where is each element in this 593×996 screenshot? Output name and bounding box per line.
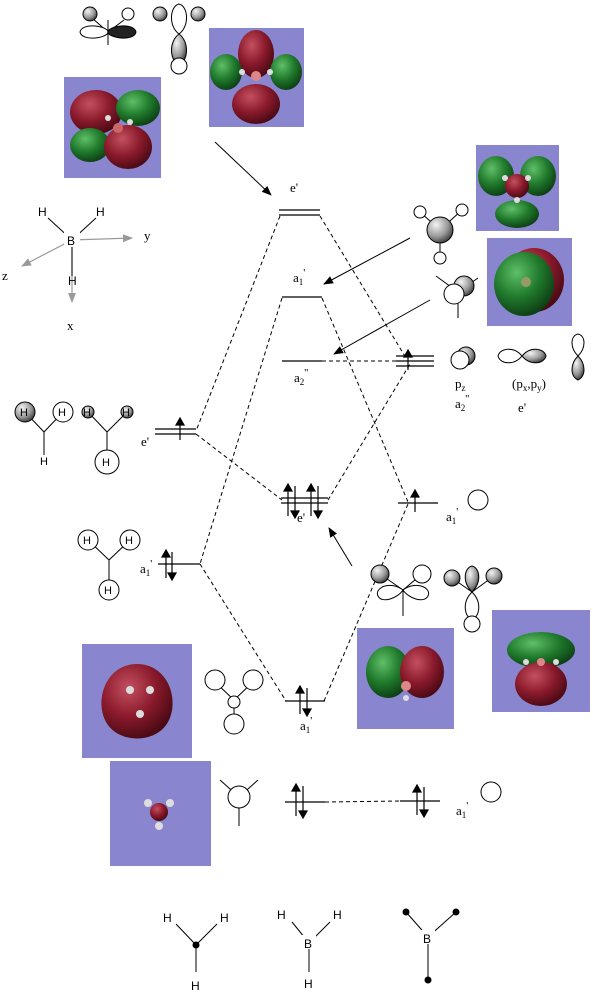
arrow-to-a2-double-prime xyxy=(333,299,431,355)
a1-sketch-h1: H xyxy=(83,535,91,547)
structure-bh3-h2: H xyxy=(333,908,342,922)
sketch-core-1s xyxy=(219,779,259,826)
label-e-prime-left: e' xyxy=(141,434,149,449)
isosurface-e-prime-a xyxy=(64,77,161,178)
h3-sketch-h5: H xyxy=(122,407,130,419)
sketch-e-prime-orbitals xyxy=(79,3,206,75)
label-e-prime-top: e' xyxy=(290,180,298,195)
structure-h3-h2: H xyxy=(220,911,229,925)
a1-sketch-h2: H xyxy=(125,535,133,547)
structure-bh3-b: B xyxy=(304,937,312,951)
isosurface-a2-top xyxy=(476,145,559,231)
label-e-prime-right: e' xyxy=(518,400,526,415)
label-a2-double-prime-right: a2'' xyxy=(455,393,469,413)
correlation-lines xyxy=(195,215,411,803)
label-a2-double-prime: a2'' xyxy=(294,367,308,387)
a1-sketch-h3: H xyxy=(104,585,112,597)
arrow-to-a1-prime xyxy=(323,237,411,285)
h3-sketch-h2: H xyxy=(58,407,66,419)
isosurface-e-prime-bonding-b xyxy=(492,610,590,712)
isosurface-pz-side xyxy=(487,238,572,326)
boron-p-labels: pz (px,py) a2'' e' xyxy=(455,376,546,415)
axis-x-label: x xyxy=(67,318,74,333)
boron-1s-orbital xyxy=(480,781,502,803)
h3-sketch-h6: H xyxy=(102,457,110,469)
h3-sketch-h4: H xyxy=(83,407,91,419)
energy-levels xyxy=(155,209,440,803)
structure-b-dots xyxy=(402,908,460,984)
h3-sketch-h1: H xyxy=(20,407,28,419)
axis-z-label: z xyxy=(2,268,8,283)
axis-h-label-1: H xyxy=(38,205,47,219)
isosurface-a1-prime xyxy=(82,644,192,758)
isosurface-core-1s xyxy=(110,761,211,866)
h3-a1-prime-sketch: H H H xyxy=(77,529,141,601)
boron-s-orbital xyxy=(467,489,489,511)
label-a1-prime-core: a1' xyxy=(456,800,468,820)
structure-bh3-h3: H xyxy=(304,977,313,991)
label-pz: pz xyxy=(455,376,466,393)
level-labels: e' a1' a2'' e' e' a1' a1' a1' a1' xyxy=(140,180,468,820)
sketch-a1-prime-bottom xyxy=(204,669,264,735)
axes-diagram: B H H H y z x xyxy=(2,205,151,333)
structure-h3-h3: H xyxy=(191,979,200,993)
label-a1-prime-bottom: a1' xyxy=(300,715,312,735)
structure-bh3-h1: H xyxy=(277,908,286,922)
isosurface-e-prime-b xyxy=(209,28,304,127)
h3-e-prime-sketch: H H H H H H xyxy=(14,401,134,475)
label-pxpy: (px,py) xyxy=(512,376,546,393)
sketch-pz-tilted xyxy=(435,275,479,318)
sketch-e-prime-bonding xyxy=(370,564,503,633)
h3-sketch-h3: H xyxy=(40,456,48,468)
label-a1-prime-mid: a1' xyxy=(293,267,305,287)
arrow-to-e-prime-center xyxy=(328,527,353,567)
isosurface-e-prime-bonding-a xyxy=(357,628,454,729)
axis-h-label-2: H xyxy=(96,205,105,219)
sketch-pz-h3 xyxy=(413,203,469,265)
structure-h3 xyxy=(175,923,218,972)
label-e-prime-center: e' xyxy=(297,510,305,525)
axis-y-label: y xyxy=(144,228,151,243)
structure-h3-h1: H xyxy=(163,911,172,925)
axis-h-label-3: H xyxy=(68,274,77,288)
boron-p-orbital-icons xyxy=(450,333,585,381)
arrow-to-e-prime xyxy=(214,141,272,196)
electron-pairs xyxy=(160,348,430,820)
structure-b-dots-b: B xyxy=(423,932,431,946)
label-a1-prime-left: a1' xyxy=(140,558,152,578)
structure-bh3 xyxy=(291,921,331,972)
axis-b-label: B xyxy=(67,234,75,248)
label-a1-prime-right: a1' xyxy=(446,506,458,526)
